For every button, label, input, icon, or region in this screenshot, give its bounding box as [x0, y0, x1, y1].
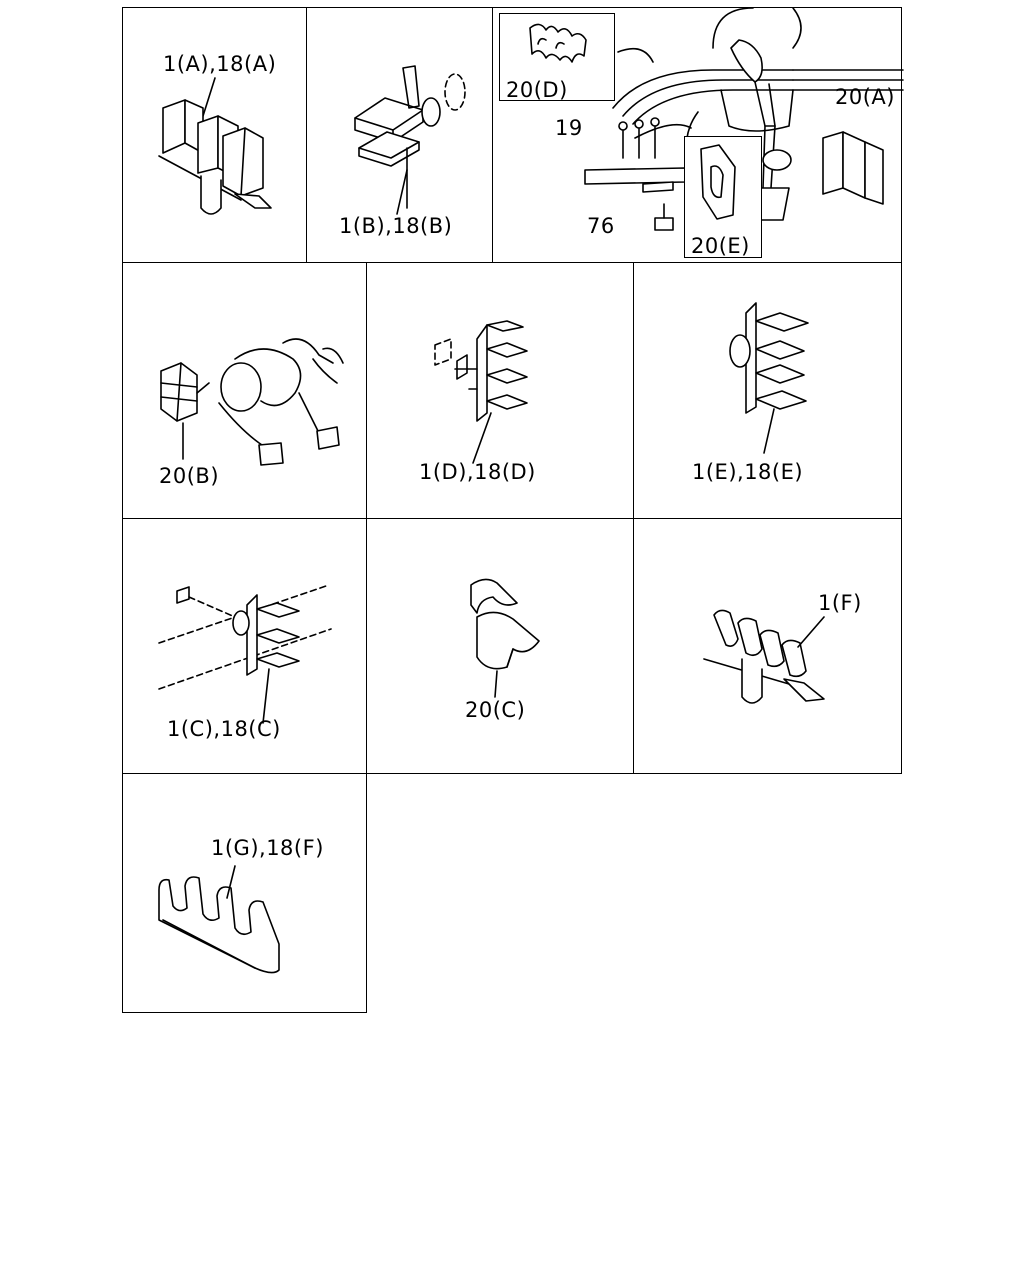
label-clip-20d: 20(D): [506, 78, 568, 102]
panel-clip-c: 1(C),18(C): [122, 518, 367, 774]
label-clip-20e: 20(E): [691, 234, 750, 258]
label-part-76: 76: [587, 214, 615, 238]
clip-20e-drawing: [700, 144, 736, 220]
panel-clip-20c: 20(C): [366, 518, 635, 774]
label-clip-20a: 20(A): [835, 85, 895, 109]
clip-d-drawing: [434, 320, 528, 464]
label-clip-f: 1(F): [818, 591, 862, 615]
label-clip-b: 1(B),18(B): [339, 214, 453, 238]
label-clip-e: 1(E),18(E): [692, 460, 804, 484]
clip-a-drawing: [158, 77, 272, 215]
panel-clip-b: 1(B),18(B): [306, 7, 493, 263]
label-clip-20c: 20(C): [465, 698, 526, 722]
label-clip-a: 1(A),18(A): [163, 52, 277, 76]
panel-clip-e: 1(E),18(E): [633, 262, 902, 519]
clip-20d-drawing: [529, 23, 587, 63]
clip-c-drawing: [158, 584, 332, 724]
panel-clip-d: 1(D),18(D): [366, 262, 635, 519]
label-clip-d: 1(D),18(D): [419, 460, 536, 484]
clip-e-drawing: [729, 302, 809, 454]
label-clip-g: 1(G),18(F): [211, 836, 324, 860]
clip-g-drawing: [158, 865, 280, 974]
panel-clip-a: 1(A),18(A): [122, 7, 307, 263]
panel-pipe-overview: 20(D) 20(E) 20(A) 19 76: [492, 7, 904, 263]
panel-clip-g: 1(G),18(F): [122, 773, 367, 1013]
clip-20c-drawing: [470, 578, 540, 698]
clip-20b-drawing: [160, 338, 344, 466]
panel-clip-f: 1(F): [633, 518, 902, 774]
label-clip-c: 1(C),18(C): [167, 717, 281, 741]
panel-clip-20b: 20(B): [122, 262, 367, 519]
inset-clip-20e: 20(E): [684, 136, 762, 258]
label-clip-20b: 20(B): [159, 464, 220, 488]
clip-b-drawing: [354, 65, 466, 215]
label-part-19: 19: [555, 116, 583, 140]
clip-f-drawing: [703, 609, 825, 704]
inset-clip-20d: 20(D): [499, 13, 615, 102]
